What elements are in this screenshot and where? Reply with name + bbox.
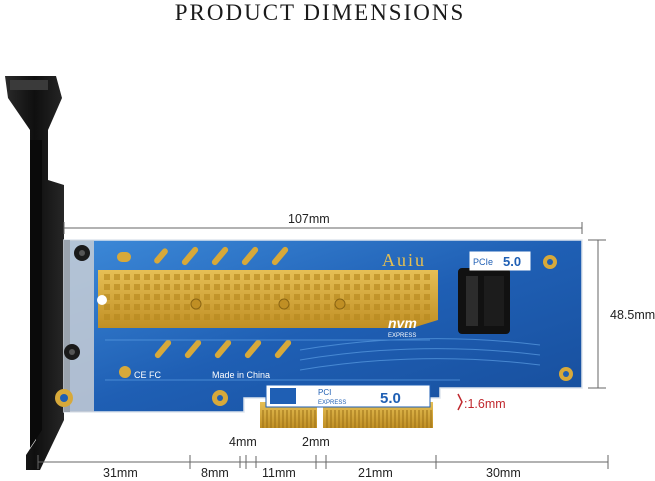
pcie-badge-icon [469,251,531,271]
pcie-label-plate [265,384,431,408]
gap-a-label: 4mm [229,435,257,449]
seg5-label: 30mm [486,466,521,480]
pcb-traces [105,338,541,381]
length-label: 107mm [288,212,330,226]
thickness-label: :1.6mm [464,397,506,411]
pcie-label-pci: PCI [318,388,331,397]
seg1-label: 31mm [103,466,138,480]
page-title: PRODUCT DIMENSIONS [174,0,466,25]
nvme-sub: EXPRESS [388,333,416,339]
thickness-marker [457,393,463,411]
pcie-badge-text: PCIe [473,257,493,267]
decor-stripes-bottom [119,339,292,378]
product-illustration: Auiu PCIe 5.0 nvm EXPRESS CE FC Made in … [5,76,609,470]
height-label: 48.5mm [610,308,655,322]
pci-bracket [5,76,64,470]
pcie-badge-version: 5.0 [503,254,521,269]
screw-icon [64,245,90,360]
pcie-label-version: 5.0 [380,390,401,407]
seg2-label: 8mm [201,466,229,480]
seg4-label: 21mm [358,466,393,480]
mounting-hole-icon [55,255,573,407]
gap-b-label: 2mm [302,435,330,449]
brand-logo: Auiu [382,250,426,270]
pcie-label-express: EXPRESS [318,400,346,406]
nvme-logo: nvm [388,315,417,331]
dimension-lines [37,222,609,469]
m2-ssd-slot [97,270,438,328]
m2-connector [458,268,510,334]
made-in-label: Made in China [212,370,270,380]
cert-marks: CE FC [134,370,162,380]
seg3-label: 11mm [262,466,296,480]
decor-stripes-top [117,246,289,266]
